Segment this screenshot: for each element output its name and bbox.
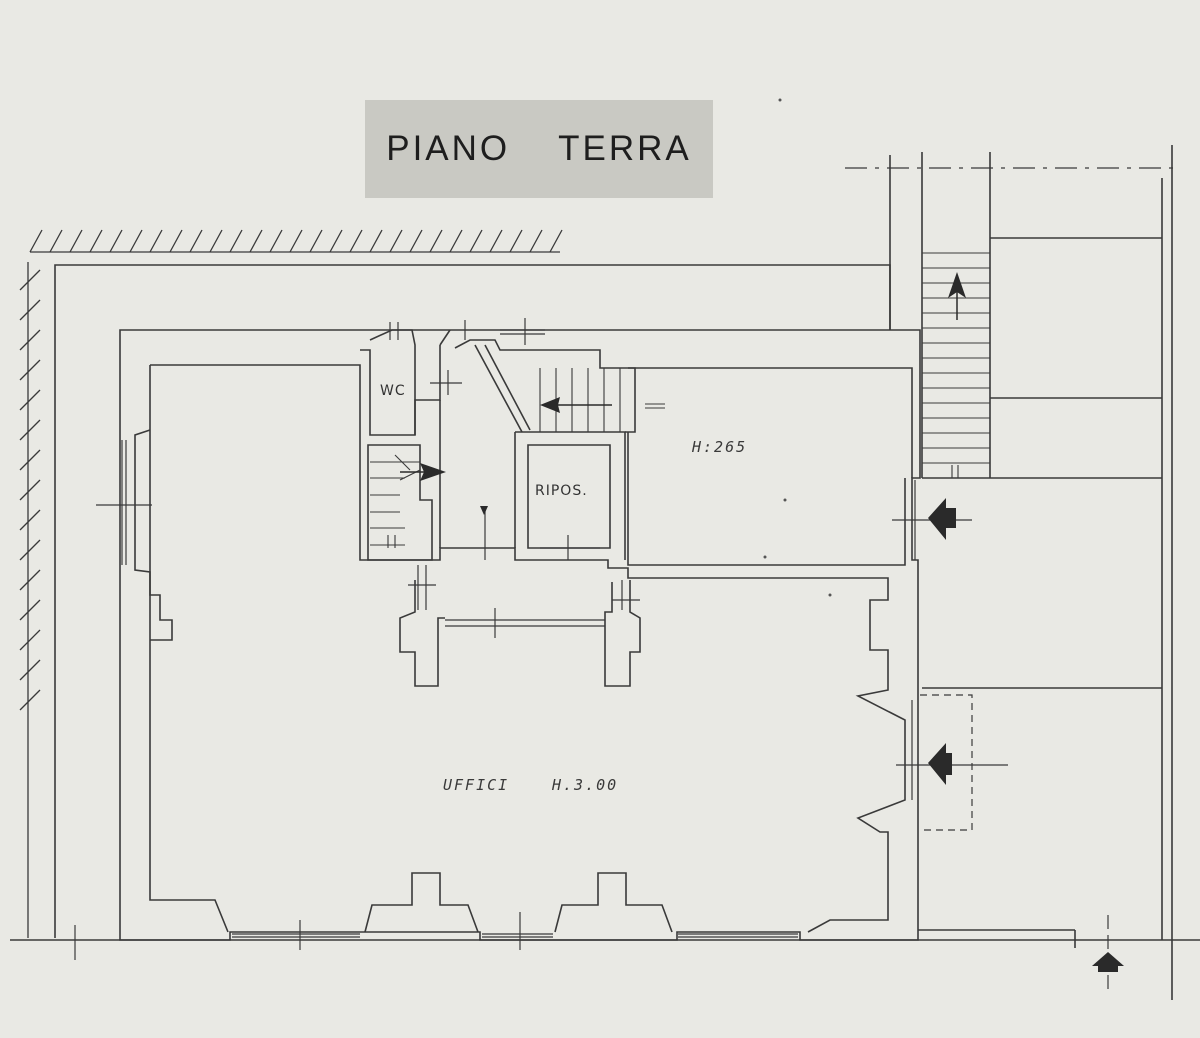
entrance-arrow-top-icon — [928, 498, 956, 540]
right-stair — [889, 145, 1173, 1000]
room-height-label-uffici: H.3.00 — [552, 776, 619, 794]
wc-walls — [369, 329, 451, 435]
central-pillar-left — [399, 580, 445, 687]
central-pillar-right — [604, 580, 641, 687]
central-beam — [408, 565, 640, 638]
right-stair-steps — [922, 252, 990, 478]
room-label-ripostiglio: RIPOS. — [535, 483, 588, 499]
service-doors — [389, 318, 545, 395]
left-window — [96, 440, 152, 565]
entrance-arrow-bottom-icon — [1092, 952, 1124, 966]
drawing-specks — [763, 98, 832, 597]
entrance-arrow-middle-icon — [928, 743, 952, 785]
small-stair-arrow-icon — [420, 463, 446, 481]
plan-title: PIANO TERRA — [365, 100, 713, 198]
lot-boundary — [54, 264, 891, 938]
bottom-pilaster-1 — [364, 872, 479, 933]
corridor-diagonal — [474, 344, 531, 433]
room-height-label-small: H:265 — [692, 438, 748, 456]
bottom-pilaster-2 — [554, 872, 673, 933]
uffici-inner-wall — [150, 364, 906, 933]
ripostiglio-door — [484, 510, 600, 560]
small-stair — [370, 454, 421, 548]
room-h265-walls — [627, 367, 913, 566]
building-outer-wall — [119, 329, 921, 941]
stair-up-arrow-icon — [948, 272, 966, 298]
right-entrance-doors — [892, 480, 1008, 831]
down-arrow-icon — [480, 506, 488, 515]
uffici-inner-wall-left — [149, 365, 229, 933]
neighbour-wall-hatching — [19, 229, 563, 938]
title-word-2: TERRA — [558, 129, 692, 168]
bottom-windows — [74, 912, 798, 960]
corridor-walls — [439, 339, 636, 548]
room-label-wc: WC — [380, 383, 406, 399]
ripostiglio-inner — [527, 444, 611, 549]
stair-box — [367, 444, 433, 561]
stair-direction-arrow-icon — [540, 397, 560, 413]
title-word-1: PIANO — [386, 129, 511, 168]
left-pilaster — [134, 429, 173, 641]
room-label-uffici: UFFICI — [443, 776, 510, 794]
ripostiglio-walls — [514, 431, 626, 560]
